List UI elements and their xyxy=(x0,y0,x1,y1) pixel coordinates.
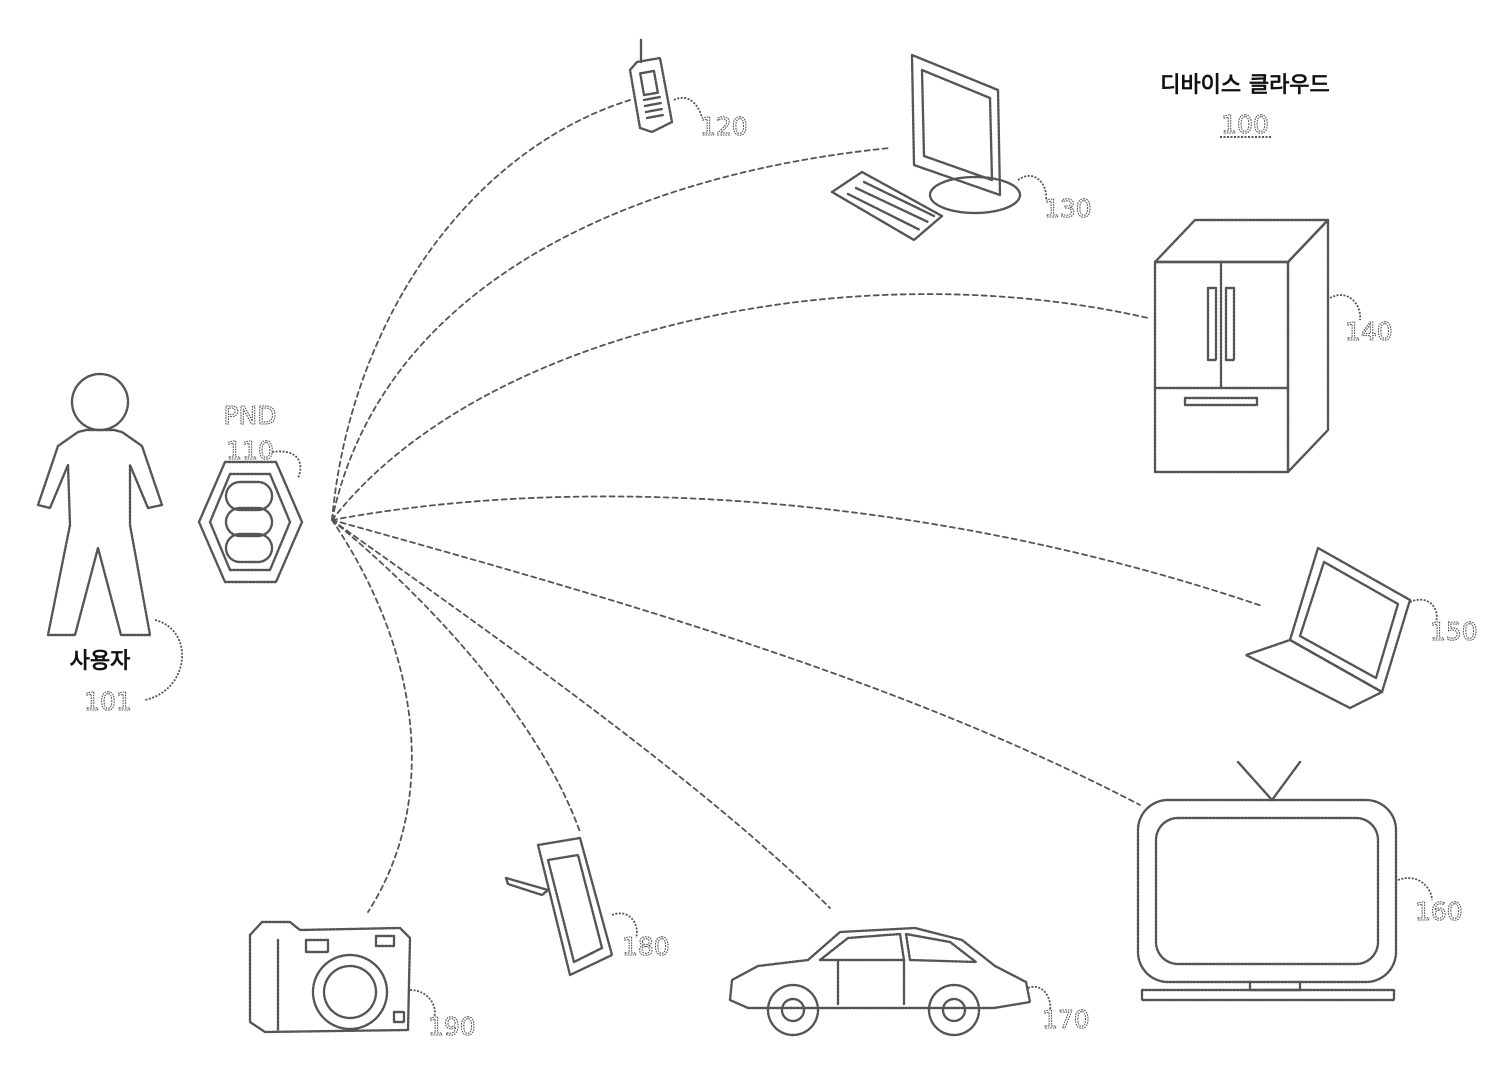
link-desktop xyxy=(332,148,890,520)
laptop-icon xyxy=(1246,548,1410,708)
car-icon xyxy=(730,928,1030,1035)
desktop-ref: 130 xyxy=(1044,194,1092,223)
device-television: 160 xyxy=(1138,762,1463,1000)
laptop-ref: 150 xyxy=(1430,617,1478,646)
connection-lines xyxy=(332,100,1262,912)
desktop-leader xyxy=(1018,176,1046,200)
link-tablet xyxy=(332,520,580,832)
pnd-ref: 110 xyxy=(226,436,274,465)
user-ref: 101 xyxy=(84,687,132,716)
person-icon xyxy=(38,374,162,635)
device-car: 170 xyxy=(730,928,1090,1035)
link-television xyxy=(332,520,1140,805)
device-cloud-ref: 100 xyxy=(1221,110,1269,139)
device-camera: 190 xyxy=(250,922,476,1041)
link-camera xyxy=(332,520,412,912)
mobile-phone-icon xyxy=(630,40,672,132)
device-cloud-label: 디바이스 클라우드 xyxy=(1160,73,1330,98)
device-desktop: 130 xyxy=(832,55,1092,240)
pnd-icon xyxy=(199,462,302,582)
camera-icon xyxy=(250,922,410,1032)
car-ref: 170 xyxy=(1042,1005,1090,1034)
camera-ref: 190 xyxy=(428,1012,476,1041)
device-tablet: 180 xyxy=(506,838,670,975)
television-icon xyxy=(1138,762,1396,1000)
device-laptop: 150 xyxy=(1246,548,1478,708)
phone-ref: 120 xyxy=(700,112,748,141)
device-refrigerator: 140 xyxy=(1155,220,1393,472)
link-refrigerator xyxy=(332,294,1148,520)
tablet-ref: 180 xyxy=(622,932,670,961)
device-phone: 120 xyxy=(630,40,748,141)
link-phone xyxy=(332,100,630,520)
refrigerator-icon xyxy=(1155,220,1328,472)
link-car xyxy=(332,520,830,908)
desktop-computer-icon xyxy=(832,55,1020,240)
refrigerator-ref: 140 xyxy=(1345,317,1393,346)
user-label: 사용자 xyxy=(70,649,131,674)
phone-leader xyxy=(674,98,702,118)
television-ref: 160 xyxy=(1415,897,1463,926)
user-figure: 사용자 101 xyxy=(38,374,182,716)
link-laptop xyxy=(332,496,1262,606)
device-cloud-title: 디바이스 클라우드 100 xyxy=(1160,73,1330,139)
pnd-device: PND 110 xyxy=(199,401,302,582)
pnd-label: PND xyxy=(223,401,276,430)
tablet-icon xyxy=(506,838,612,975)
